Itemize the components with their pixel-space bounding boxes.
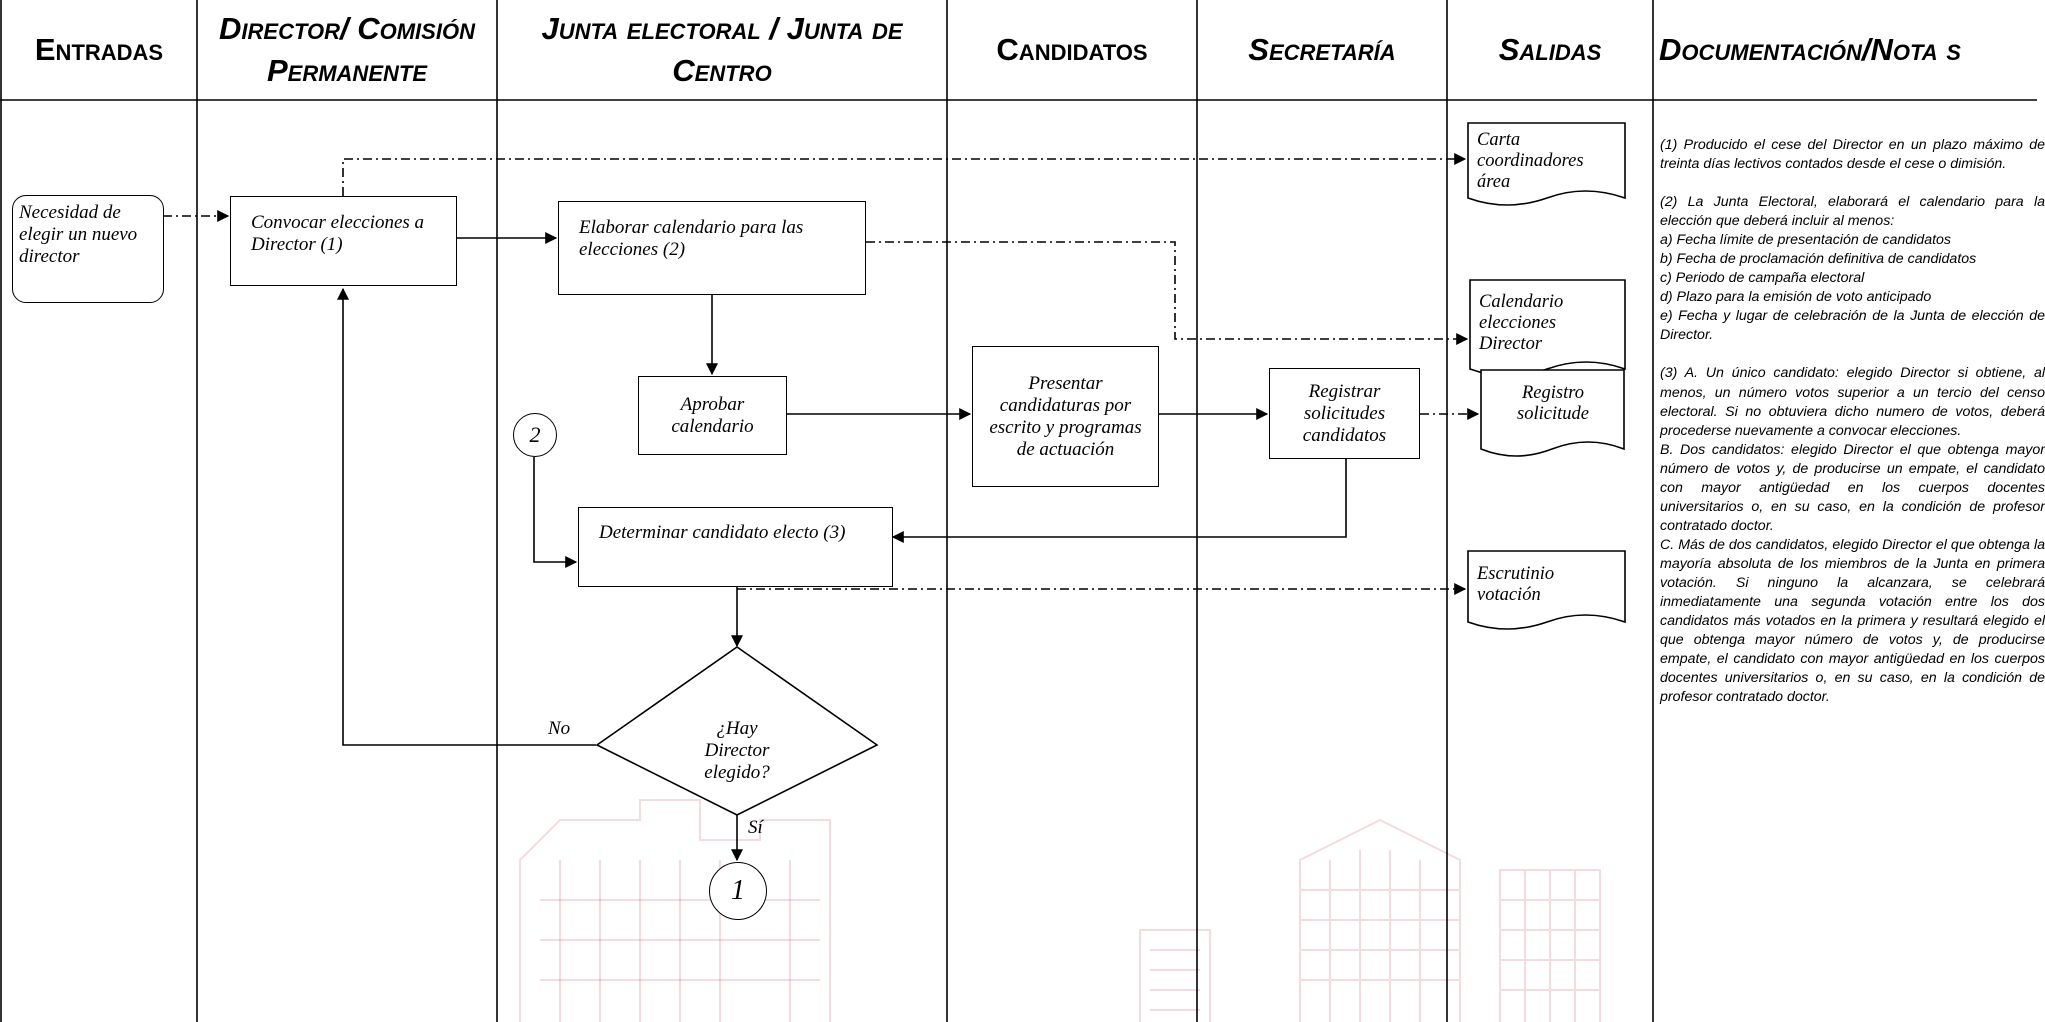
output-registro: Registro solicitude bbox=[1517, 383, 1589, 424]
edge-decision-no bbox=[337, 287, 596, 746]
note-3b: B. Dos candidatos: elegido Director el q… bbox=[1660, 441, 2045, 534]
edge-label-no: No bbox=[548, 718, 571, 739]
connector-2: 2 bbox=[513, 413, 557, 457]
note-2: (2) La Junta Electoral, elaborará el cal… bbox=[1660, 194, 2045, 230]
node-convocar: Convocar elecciones a Director (1) bbox=[230, 196, 457, 286]
edge-label-si: Sí bbox=[748, 817, 763, 838]
edge-connector2-determinar bbox=[533, 457, 578, 568]
node-decision: ¿Hay Director elegido? bbox=[704, 718, 770, 783]
note-2c: c) Periodo de campaña electoral bbox=[1660, 270, 1865, 287]
header-entradas: Entradas bbox=[34, 32, 164, 67]
header-secretaria: Secretaría bbox=[1248, 32, 1396, 67]
note-3c: C. Más de dos candidatos, elegido Direct… bbox=[1660, 536, 2045, 706]
note-3a: (3) A. Un único candidato: elegido Direc… bbox=[1660, 365, 2045, 439]
node-presentar: Presentar candidaturas por escrito y pro… bbox=[972, 346, 1159, 487]
node-decision-shape bbox=[595, 646, 879, 816]
output-escrutinio-shape bbox=[1467, 550, 1626, 630]
output-carta-shape bbox=[1467, 122, 1626, 206]
header-salidas: Salidas bbox=[1498, 32, 1602, 67]
note-2a: a) Fecha límite de presentación de candi… bbox=[1660, 232, 1952, 249]
output-registro-shape bbox=[1480, 369, 1625, 457]
header-candidatos: Candidatos bbox=[996, 32, 1148, 67]
note-2e: e) Fecha y lugar de celebración de la Ju… bbox=[1660, 308, 2045, 344]
header-director: Director/ Comisión Permanente bbox=[219, 11, 475, 88]
output-calendario: Calendario elecciones Director bbox=[1479, 292, 1564, 354]
node-determinar: Determinar candidato electo (3) bbox=[578, 507, 893, 587]
connector-1: 1 bbox=[709, 862, 767, 920]
note-2b: b) Fecha de proclamación definitiva de c… bbox=[1660, 251, 1977, 268]
node-registrar: Registrar solicitudes candidatos bbox=[1269, 368, 1420, 459]
node-elaborar: Elaborar calendario para las elecciones … bbox=[558, 201, 866, 295]
note-2d: d) Plazo para la emisión de voto anticip… bbox=[1660, 289, 1932, 306]
header-documentacion: Documentación/Nota s bbox=[1659, 32, 1961, 67]
note-1: (1) Producido el cese del Director en un… bbox=[1660, 137, 2045, 173]
node-aprobar: Aprobar calendario bbox=[638, 376, 787, 455]
output-escrutinio: Escrutinio votación bbox=[1477, 564, 1555, 605]
edge-convocar-carta bbox=[342, 153, 1467, 196]
output-carta: Carta coordinadores área bbox=[1477, 130, 1584, 192]
header-junta: Junta electoral / Junta de Centro bbox=[541, 11, 903, 88]
node-necesidad: Necesidad de elegir un nuevo director bbox=[12, 195, 164, 303]
edge-registrar-determinar bbox=[891, 459, 1347, 543]
notes-panel: (1) Producido el cese del Director en un… bbox=[1660, 136, 2045, 707]
edge-elaborar-calendario bbox=[866, 241, 1469, 345]
